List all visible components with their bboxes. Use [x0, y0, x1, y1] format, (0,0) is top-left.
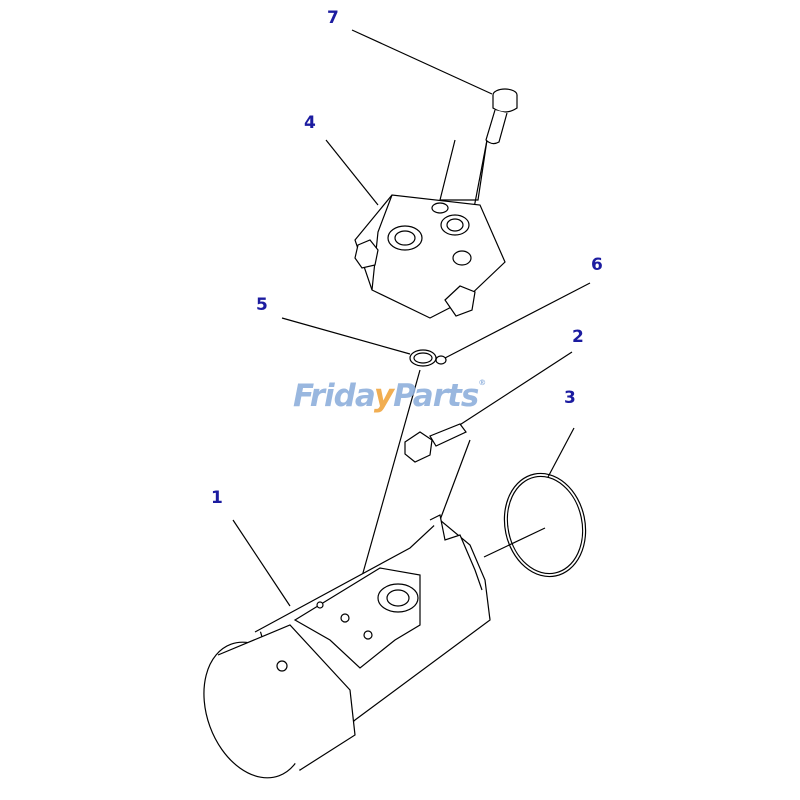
leader-lines [232, 29, 591, 613]
o-ring-3 [503, 472, 587, 578]
callout-7: 7 [327, 8, 339, 28]
callout-4: 4 [304, 113, 316, 133]
callout-2: 2 [572, 327, 584, 347]
watermark-logo: FridayParts® [293, 378, 486, 414]
callout-6: 6 [591, 255, 603, 275]
bolt-2 [404, 423, 467, 463]
callout-3: 3 [564, 388, 576, 408]
motor-1 [203, 514, 491, 779]
bolt-7 [485, 88, 518, 145]
o-rings-5-6 [409, 349, 447, 367]
callout-5: 5 [256, 295, 268, 315]
valve-block-4 [354, 194, 506, 319]
callout-1: 1 [211, 488, 223, 508]
